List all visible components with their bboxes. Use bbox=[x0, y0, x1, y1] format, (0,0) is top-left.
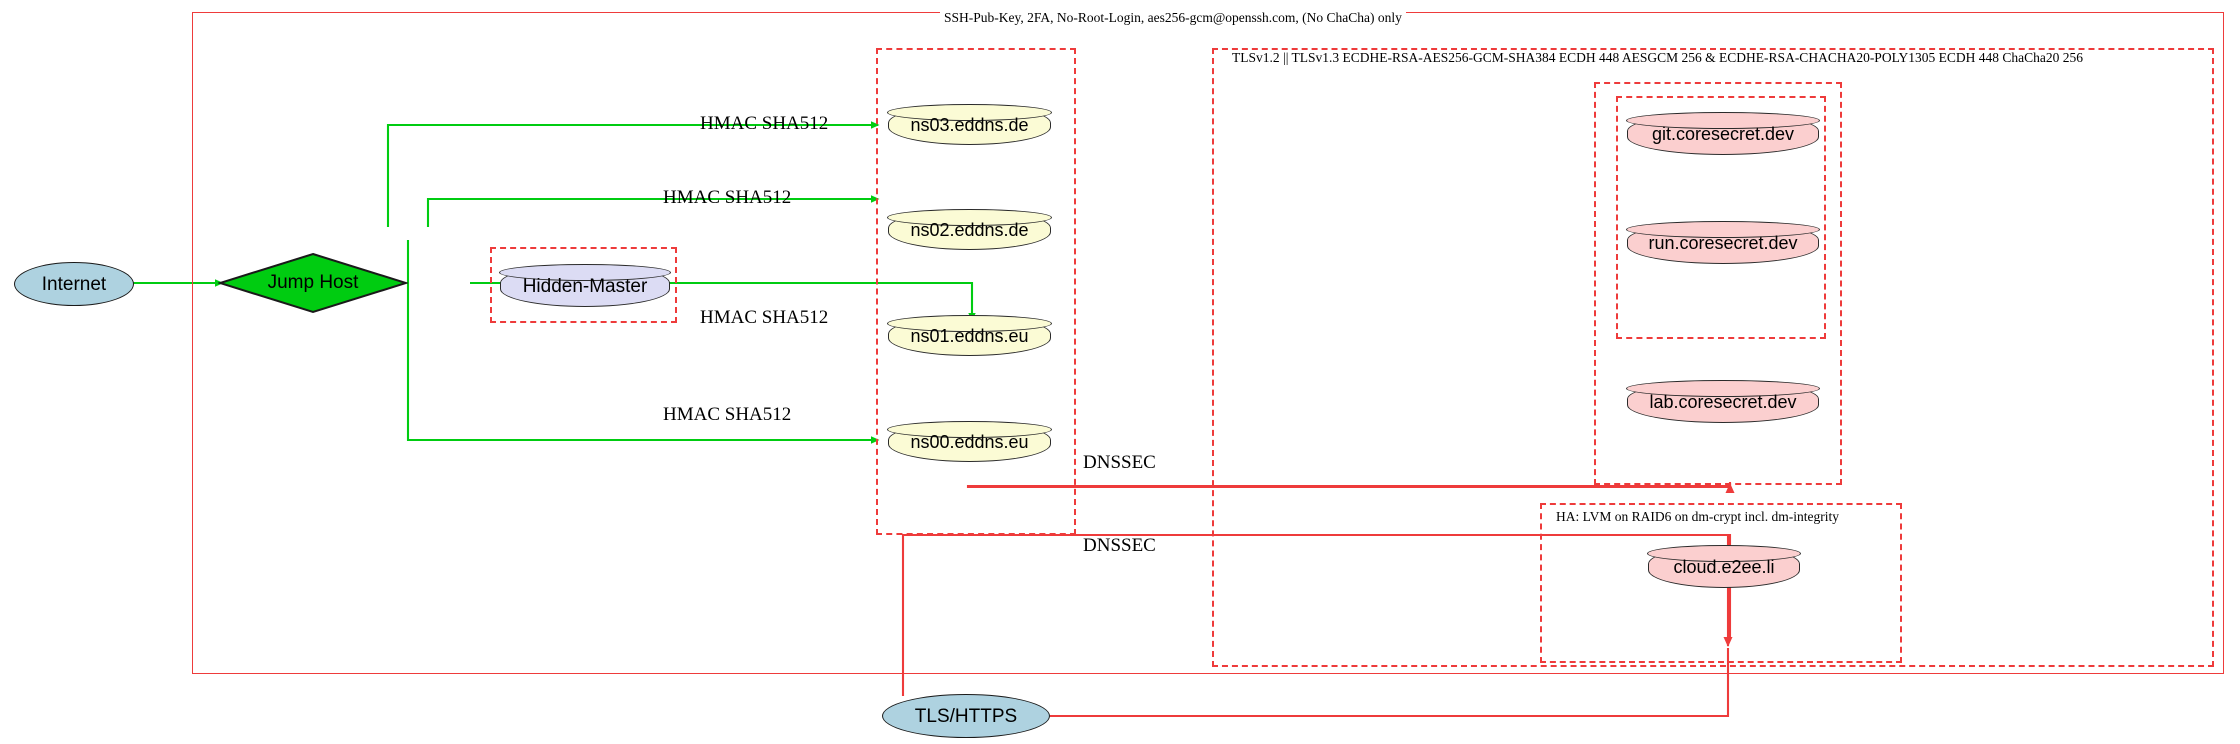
cluster-dns bbox=[876, 48, 1076, 535]
cluster-hidden-master bbox=[490, 247, 677, 323]
node-ns00-label: ns00.eddns.eu bbox=[910, 432, 1029, 452]
cluster-tls-outer bbox=[1212, 48, 2214, 667]
node-ns02[interactable]: ns02.eddns.de bbox=[887, 209, 1052, 250]
node-tls-https-label: TLS/HTTPS bbox=[914, 705, 1018, 727]
edge-label-hmac-ns02: HMAC SHA512 bbox=[663, 187, 792, 208]
edge-label-hmac-ns03: HMAC SHA512 bbox=[700, 113, 829, 134]
node-cloud-e2ee[interactable]: cloud.e2ee.li bbox=[1647, 545, 1801, 588]
edge-label-dnssec-top: DNSSEC bbox=[1083, 452, 1156, 473]
edge-label-dnssec-bottom: DNSSEC bbox=[1083, 535, 1156, 556]
edge-label-hmac-ns01: HMAC SHA512 bbox=[700, 307, 829, 328]
node-ns02-label: ns02.eddns.de bbox=[910, 220, 1029, 240]
node-ns03[interactable]: ns03.eddns.de bbox=[887, 104, 1052, 145]
node-ns03-label: ns03.eddns.de bbox=[910, 115, 1029, 135]
node-git-coresecret[interactable]: git.coresecret.dev bbox=[1626, 112, 1820, 155]
node-lab-coresecret-label: lab.coresecret.dev bbox=[1649, 392, 1797, 412]
node-run-coresecret-label: run.coresecret.dev bbox=[1648, 233, 1798, 253]
node-jump-host[interactable]: Jump Host bbox=[218, 252, 408, 314]
edge-label-hmac-ns00: HMAC SHA512 bbox=[663, 404, 792, 425]
cluster-ha-label: HA: LVM on RAID6 on dm-crypt incl. dm-in… bbox=[1552, 509, 1843, 525]
node-tls-https[interactable]: TLS/HTTPS bbox=[882, 694, 1050, 738]
node-hidden-master-label: Hidden-Master bbox=[522, 275, 648, 297]
node-hidden-master[interactable]: Hidden-Master bbox=[499, 264, 671, 307]
node-lab-coresecret[interactable]: lab.coresecret.dev bbox=[1626, 380, 1820, 423]
cluster-git-run bbox=[1616, 96, 1826, 339]
cluster-ha bbox=[1540, 503, 1902, 663]
node-internet[interactable]: Internet bbox=[14, 262, 134, 306]
node-jump-host-label: Jump Host bbox=[267, 272, 359, 293]
node-run-coresecret[interactable]: run.coresecret.dev bbox=[1626, 221, 1820, 264]
node-ns01-label: ns01.eddns.eu bbox=[910, 326, 1029, 346]
cluster-coresecret bbox=[1594, 82, 1842, 485]
jump-host-diamond-icon bbox=[218, 252, 408, 314]
cluster-tls-outer-label: TLSv1.2 || TLSv1.3 ECDHE-RSA-AES256-GCM-… bbox=[1228, 50, 2087, 66]
node-ns01[interactable]: ns01.eddns.eu bbox=[887, 315, 1052, 356]
node-internet-label: Internet bbox=[41, 273, 107, 295]
node-git-coresecret-label: git.coresecret.dev bbox=[1651, 124, 1795, 144]
node-cloud-e2ee-label: cloud.e2ee.li bbox=[1673, 557, 1775, 577]
cluster-ssh-outer-label: SSH-Pub-Key, 2FA, No-Root-Login, aes256-… bbox=[940, 10, 1406, 26]
node-ns00[interactable]: ns00.eddns.eu bbox=[887, 421, 1052, 462]
